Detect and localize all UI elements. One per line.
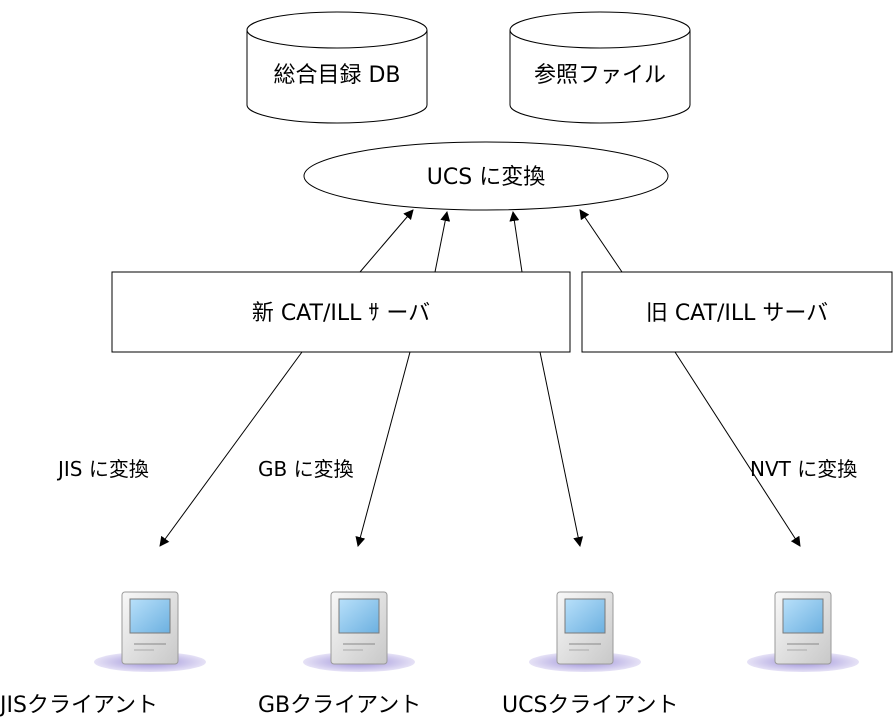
ucs-converter-label: UCS に変換 (427, 165, 545, 190)
ucs-client-computer-icon (529, 591, 641, 672)
nvt-conversion-label: NVT に変換 (750, 457, 857, 481)
gb-client-computer-icon (303, 591, 415, 672)
old-server-label: 旧 CAT/ILL サーバ (646, 301, 828, 326)
gb-conversion-label: GB に変換 (258, 457, 354, 481)
reference-file-db-label: 参照ファイル (534, 63, 666, 88)
new-server-label: 新 CAT/ILL ｻ ーバ (252, 301, 430, 326)
ucs-client-label: UCSクライアント (502, 693, 679, 718)
jis-client-label: JISクライアント (0, 693, 158, 718)
nvt-client-computer-icon (747, 591, 859, 672)
gb-client-label: GBクライアント (258, 693, 421, 718)
arrow-to-ucs-client (539, 351, 584, 547)
arrow-new-server-to-ucs-3 (509, 211, 523, 273)
old-server: 旧 CAT/ILL サーバ (581, 271, 893, 353)
arrow-new-server-to-ucs-2 (434, 211, 451, 273)
arrow-to-jis-client (159, 351, 303, 547)
arrow-to-nvt-client (674, 351, 801, 547)
new-server: 新 CAT/ILL ｻ ーバ (111, 271, 571, 353)
jis-conversion-label: JIS に変換 (56, 457, 149, 481)
reference-file-db: 参照ファイル (509, 11, 691, 124)
arrow-new-server-to-ucs-1 (359, 209, 414, 273)
ucs-converter: UCS に変換 (303, 141, 669, 211)
arrow-old-server-to-ucs (579, 209, 623, 273)
arrow-to-gb-client (355, 351, 411, 547)
union-catalog-db-label: 総合目録 DB (273, 63, 400, 88)
jis-client-computer-icon (94, 591, 206, 672)
union-catalog-db: 総合目録 DB (246, 11, 428, 124)
